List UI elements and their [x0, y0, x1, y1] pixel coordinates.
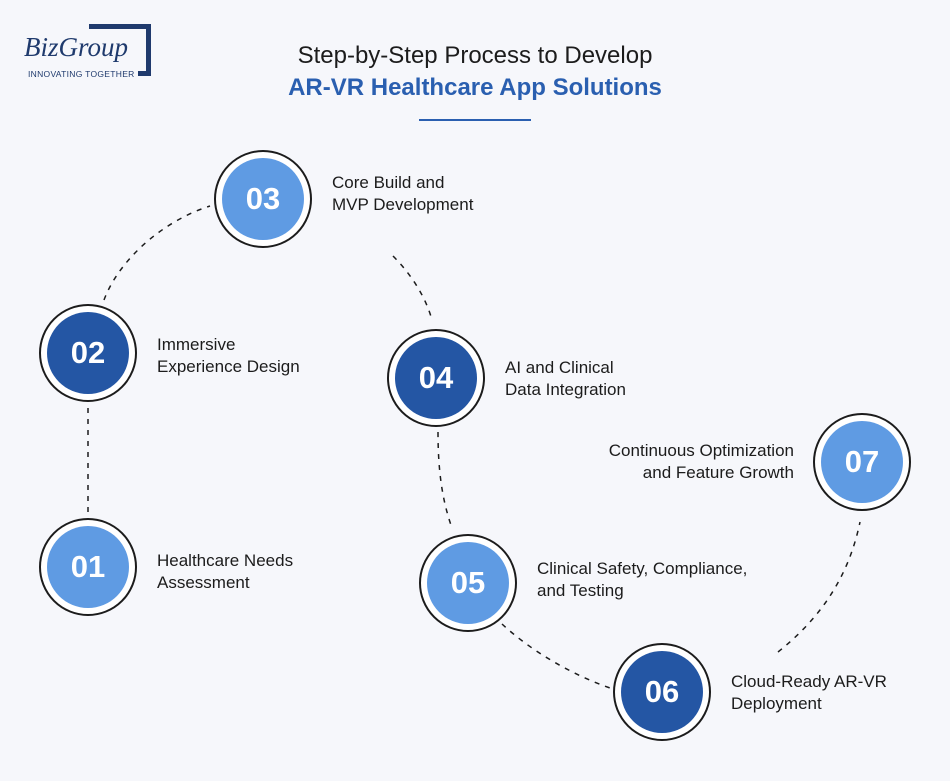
- step-06-label: Cloud-Ready AR-VR Deployment: [731, 671, 887, 715]
- step-05-circle: 05: [419, 534, 517, 632]
- step-04-label-line-2: Data Integration: [505, 380, 626, 399]
- step-03-circle: 03: [214, 150, 312, 248]
- step-02-label-line-2: Experience Design: [157, 357, 300, 376]
- connector-02-03: [103, 205, 211, 301]
- step-04-label: AI and Clinical Data Integration: [505, 357, 626, 401]
- connector-03-04: [392, 255, 433, 321]
- step-03-label-line-1: Core Build and: [332, 173, 445, 192]
- step-01-label: Healthcare Needs Assessment: [157, 550, 293, 594]
- step-03-number: 03: [222, 158, 304, 240]
- step-03-label: Core Build and MVP Development: [332, 172, 473, 216]
- title-underline: [419, 119, 531, 121]
- step-07-circle: 07: [813, 413, 911, 511]
- step-02-label-line-1: Immersive: [157, 335, 236, 354]
- step-04-number: 04: [395, 337, 477, 419]
- step-06-label-line-1: Cloud-Ready AR-VR: [731, 672, 887, 691]
- step-01-label-line-1: Healthcare Needs: [157, 551, 294, 570]
- connector-06-07: [777, 521, 861, 653]
- step-03-label-line-2: MVP Development: [332, 195, 474, 214]
- step-01-label-line-2: Assessment: [157, 573, 250, 592]
- step-05-label-line-2: and Testing: [537, 581, 624, 600]
- step-05-number: 05: [427, 542, 509, 624]
- step-06-label-line-2: Deployment: [731, 694, 822, 713]
- logo-wordmark: BizGroup: [24, 32, 131, 62]
- step-06-number: 06: [621, 651, 703, 733]
- step-02-label: Immersive Experience Design: [157, 334, 300, 378]
- logo-tagline: INNOVATING TOGETHER: [28, 69, 138, 79]
- step-04-circle: 04: [387, 329, 485, 427]
- title-line-1: Step-by-Step Process to Develop: [297, 42, 653, 69]
- step-05-label-line-1: Clinical Safety, Compliance,: [537, 559, 748, 578]
- connector-04-05: [437, 431, 453, 529]
- title-line-2: AR-VR Healthcare App Solutions: [288, 74, 662, 101]
- step-05-label: Clinical Safety, Compliance, and Testing: [537, 558, 747, 602]
- step-07-number: 07: [821, 421, 903, 503]
- step-07-label-line-2: and Feature Growth: [642, 463, 794, 482]
- connector-05-06: [501, 623, 611, 689]
- step-02-number: 02: [47, 312, 129, 394]
- step-07-label: Continuous Optimization and Feature Grow…: [560, 440, 794, 484]
- step-07-label-line-1: Continuous Optimization: [608, 441, 794, 460]
- step-04-label-line-1: AI and Clinical: [505, 358, 614, 377]
- step-01-number: 01: [47, 526, 129, 608]
- bizgroup-logo: BizGroup INNOVATING TOGETHER: [24, 24, 159, 86]
- page-title: Step-by-Step Process to Develop AR-VR He…: [0, 40, 950, 104]
- step-06-circle: 06: [613, 643, 711, 741]
- step-01-circle: 01: [39, 518, 137, 616]
- step-02-circle: 02: [39, 304, 137, 402]
